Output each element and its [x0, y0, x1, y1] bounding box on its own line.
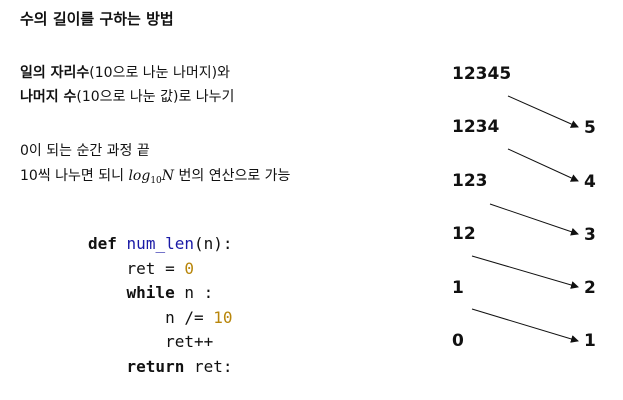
number-123: 123: [452, 171, 488, 191]
log-text: log: [128, 168, 151, 184]
number-0: 0: [452, 331, 464, 351]
code-block: def num_len(n): ret = 0 while n : n /= 1…: [88, 232, 233, 379]
arrow-1: [507, 95, 579, 128]
desc-line-1: 일의 자리수(10으로 나눈 나머지)와: [20, 62, 230, 82]
code-return-keyword: return: [126, 356, 185, 376]
log-arg: N: [161, 168, 175, 184]
desc-line-3: 0이 되는 순간 과정 끝: [20, 143, 150, 159]
code-line-2: ret =: [126, 258, 185, 278]
number-12345: 12345: [452, 64, 512, 84]
desc-line-2: 나머지 수(10으로 나눈 값)로 나누기: [20, 86, 234, 106]
code-line-4: n /=: [165, 307, 214, 327]
arrow-2: [507, 148, 579, 182]
code-function-name: num_len: [126, 234, 194, 253]
arrow-3: [489, 203, 579, 236]
code-line-5: ret++: [165, 332, 214, 351]
code-def-keyword: def: [88, 234, 117, 253]
code-line-4-number: 10: [213, 307, 233, 327]
desc-line-2-rest: (10으로 나눈 값)로 나누기: [76, 89, 235, 105]
code-line-6-rest: ret:: [184, 356, 233, 376]
desc-line-4-pre: 10씩 나누면 되니: [20, 168, 129, 184]
desc-line-4-post: 번의 연산으로 가능: [174, 168, 291, 184]
log-base: 10: [150, 176, 162, 186]
arrow-5: [471, 308, 579, 343]
code-params: (n):: [193, 234, 233, 253]
desc-line-4: 10씩 나누면 되니 log10N 번의 연산으로 가능: [20, 165, 290, 186]
number-1: 1: [452, 278, 464, 298]
desc-line-1-rest: (10으로 나눈 나머지)와: [89, 65, 230, 81]
number-1234: 1234: [452, 117, 500, 137]
digit-3: 3: [584, 225, 596, 245]
code-line-2-number: 0: [184, 258, 194, 278]
code-while-keyword: while: [126, 283, 175, 302]
digit-5: 5: [584, 118, 596, 138]
code-line-3-rest: n :: [174, 283, 214, 302]
desc-line-1-bold: 일의 자리수: [20, 65, 90, 81]
digit-2: 2: [584, 278, 596, 298]
arrow-4: [471, 255, 579, 289]
number-12: 12: [452, 224, 476, 244]
digit-1: 1: [584, 331, 596, 351]
digit-4: 4: [584, 172, 596, 192]
page-title: 수의 길이를 구하는 방법: [20, 10, 174, 28]
desc-line-2-bold: 나머지 수: [20, 89, 77, 105]
